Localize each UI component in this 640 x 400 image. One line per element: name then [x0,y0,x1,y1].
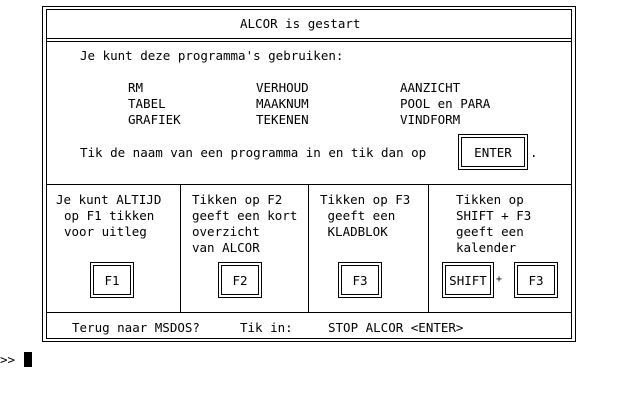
text-cursor[interactable] [24,352,32,367]
panel-shift-f3-line-1: Tikken op [456,192,524,207]
panel-shift-f3-line-4: kalender [456,240,517,255]
shift-key-box[interactable]: SHIFT [442,262,494,298]
panel-f2-line-1: Tikken op F2 [192,192,283,207]
panel-f1-line-2: op F1 tikken [64,208,155,223]
program-maaknum[interactable]: MAAKNUM [256,96,309,111]
instruction-period: . [530,145,538,160]
program-aanzicht[interactable]: AANZICHT [400,80,461,95]
shift-f3-key-button[interactable]: F3 [517,265,555,295]
panel-f3-line-2: geeft een [320,208,396,223]
dos-prompt: >> [0,352,16,367]
title-divider [46,38,572,39]
panel-f1-line-1: Je kunt ALTIJD [56,192,162,207]
window-title: ALCOR is gestart [240,16,361,31]
panel-f2-line-3: overzicht [192,224,260,239]
panel-f3-line-3: KLADBLOK [320,224,388,239]
f2-key-button[interactable]: F2 [221,265,259,295]
program-tekenen[interactable]: TEKENEN [256,112,309,127]
program-rm[interactable]: RM [128,80,144,95]
panels-bottom-divider [46,312,572,313]
program-verhoud[interactable]: VERHOUD [256,80,309,95]
enter-key-button[interactable]: ENTER [461,137,525,167]
f3-key-box[interactable]: F3 [338,262,382,298]
f1-key-button[interactable]: F1 [93,265,131,295]
panel-shift-f3-line-2: SHIFT + F3 [456,208,532,223]
program-pool-en-para[interactable]: POOL en PARA [400,96,491,111]
footer-back-text: Terug naar MSDOS? [72,320,200,335]
panel-divider-2 [308,184,309,312]
panel-f3-line-1: Tikken op F3 [320,192,411,207]
f1-key-box[interactable]: F1 [90,262,134,298]
f2-key-box[interactable]: F2 [218,262,262,298]
plus-sign: + [496,274,503,285]
panel-divider-1 [180,184,181,312]
program-grafiek[interactable]: GRAFIEK [128,112,181,127]
f3-key-button[interactable]: F3 [341,265,379,295]
window-frame-outer [42,6,576,342]
shift-f3-key-box[interactable]: F3 [514,262,558,298]
intro-text: Je kunt deze programma's gebruiken: [80,48,344,63]
window-frame-inner [46,9,572,339]
panel-f1-line-3: voor uitleg [64,224,147,239]
title-divider-2 [46,41,572,42]
program-tabel[interactable]: TABEL [128,96,166,111]
panel-f2-line-2: geeft een kort [192,208,298,223]
shift-key-button[interactable]: SHIFT [445,265,491,295]
panel-divider-3 [428,184,429,312]
panel-shift-f3-line-3: geeft een [456,224,524,239]
panels-top-divider [46,184,572,185]
program-vindform[interactable]: VINDFORM [400,112,461,127]
footer-tik-in: Tik in: [240,320,293,335]
panel-f2-line-4: van ALCOR [192,240,260,255]
enter-key-box[interactable]: ENTER [458,134,528,170]
instruction-text: Tik de naam van een programma in en tik … [80,145,427,160]
footer-command: STOP ALCOR <ENTER> [328,320,464,335]
